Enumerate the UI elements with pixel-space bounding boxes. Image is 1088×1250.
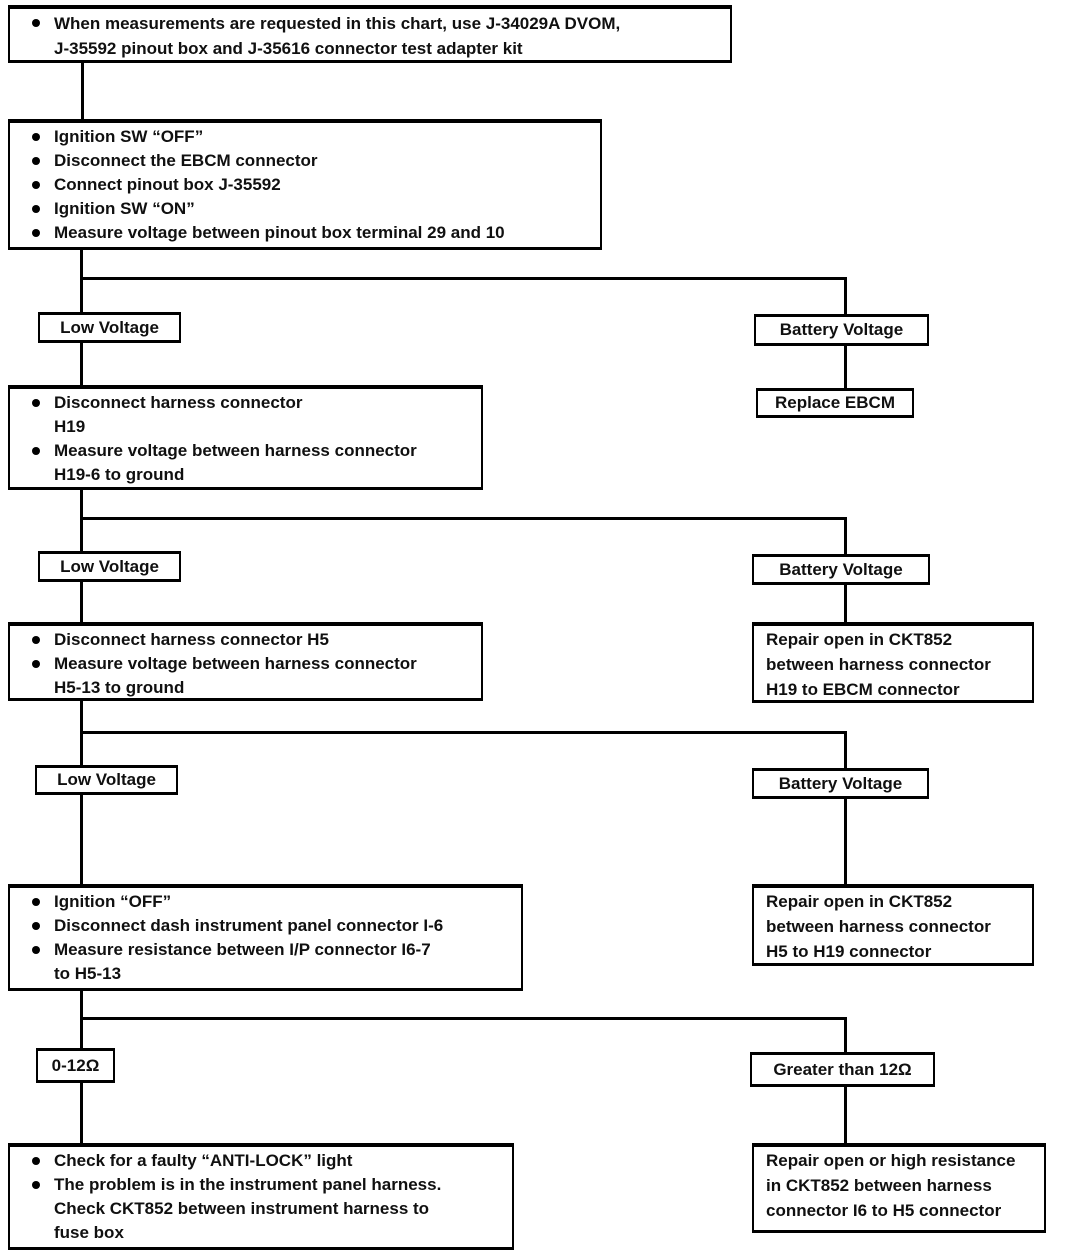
step-text: The problem is in the instrument panel h… xyxy=(54,1175,442,1242)
outcome-low-voltage-1: Low Voltage xyxy=(38,312,181,343)
bullet-icon xyxy=(32,157,40,165)
connector-line xyxy=(80,795,83,884)
action-repair-h5-h19: Repair open in CKT852 between harness co… xyxy=(752,884,1034,966)
step-text: Disconnect harness connector H19 xyxy=(54,393,303,436)
connector-line xyxy=(80,582,83,622)
step-text: When measurements are requested in this … xyxy=(54,14,621,58)
step4-box: Ignition “OFF” Disconnect dash instrumen… xyxy=(8,884,523,991)
bullet-icon xyxy=(32,1181,40,1189)
step-text: Measure voltage between pinout box termi… xyxy=(54,223,505,242)
bullet-item: Disconnect dash instrument panel connect… xyxy=(10,914,521,938)
bullet-icon xyxy=(32,19,40,27)
bullet-icon xyxy=(32,229,40,237)
connector-line xyxy=(80,490,83,551)
connector-line xyxy=(844,1017,847,1052)
outcome-battery-voltage-2: Battery Voltage xyxy=(752,554,930,585)
action-text: Repair open in CKT852 between harness co… xyxy=(766,630,991,699)
step-text: Disconnect the EBCM connector xyxy=(54,151,318,170)
action-replace-ebcm: Replace EBCM xyxy=(756,388,914,418)
connector-line xyxy=(844,799,847,884)
connector-line xyxy=(80,731,847,734)
outcome-label: Low Voltage xyxy=(60,556,159,576)
bullet-icon xyxy=(32,181,40,189)
bullet-item: Measure resistance between I/P connector… xyxy=(10,938,521,986)
outcome-low-resistance: 0-12Ω xyxy=(36,1048,115,1083)
bullet-item: Disconnect harness connector H5 xyxy=(10,628,481,652)
outcome-label: Battery Voltage xyxy=(779,559,903,579)
step-text: Measure resistance between I/P connector… xyxy=(54,940,431,983)
connector-line xyxy=(844,585,847,622)
step-text: Check for a faulty “ANTI-LOCK” light xyxy=(54,1151,353,1170)
bullet-item: Disconnect harness connector H19 xyxy=(10,391,481,439)
bullet-item: Connect pinout box J-35592 xyxy=(10,173,600,197)
outcome-label: 0-12Ω xyxy=(51,1055,100,1075)
bullet-item: Ignition SW “OFF” xyxy=(10,125,600,149)
outcome-high-resistance: Greater than 12Ω xyxy=(750,1052,935,1087)
step2-box: Disconnect harness connector H19 Measure… xyxy=(8,385,483,490)
connector-line xyxy=(80,343,83,385)
outcome-label: Low Voltage xyxy=(57,770,156,789)
bullet-icon xyxy=(32,922,40,930)
step-text: Ignition SW “OFF” xyxy=(54,127,204,146)
intro-box: When measurements are requested in this … xyxy=(8,5,732,63)
outcome-battery-voltage-1: Battery Voltage xyxy=(754,314,929,346)
outcome-label: Low Voltage xyxy=(60,317,159,337)
connector-line xyxy=(80,1083,83,1143)
step-text: Disconnect dash instrument panel connect… xyxy=(54,916,444,935)
action-text: Replace EBCM xyxy=(775,393,895,412)
bullet-icon xyxy=(32,399,40,407)
outcome-label: Battery Voltage xyxy=(778,773,903,793)
action-repair-i6-h5: Repair open or high resistance in CKT852… xyxy=(752,1143,1046,1233)
bullet-item: Ignition SW “ON” xyxy=(10,197,600,221)
bullet-item: Disconnect the EBCM connector xyxy=(10,149,600,173)
action-text: Repair open in CKT852 between harness co… xyxy=(766,892,991,961)
step-text: Connect pinout box J-35592 xyxy=(54,175,281,194)
connector-line xyxy=(80,517,847,520)
action-text: Repair open or high resistance in CKT852… xyxy=(766,1151,1016,1220)
action-repair-h19-ebcm: Repair open in CKT852 between harness co… xyxy=(752,622,1034,703)
connector-line xyxy=(844,346,847,388)
bullet-item: Measure voltage between harness connecto… xyxy=(10,652,481,700)
step-text: Ignition “OFF” xyxy=(54,892,172,911)
final-left-box: Check for a faulty “ANTI-LOCK” light The… xyxy=(8,1143,514,1250)
bullet-item: Measure voltage between harness connecto… xyxy=(10,439,481,487)
outcome-battery-voltage-3: Battery Voltage xyxy=(752,768,929,799)
bullet-item: Ignition “OFF” xyxy=(10,890,521,914)
step3-box: Disconnect harness connector H5 Measure … xyxy=(8,622,483,701)
step-text: Measure voltage between harness connecto… xyxy=(54,654,417,697)
connector-line xyxy=(844,277,847,314)
connector-line xyxy=(844,1087,847,1143)
connector-line xyxy=(80,1017,847,1020)
bullet-item: The problem is in the instrument panel h… xyxy=(10,1173,512,1245)
step1-box: Ignition SW “OFF” Disconnect the EBCM co… xyxy=(8,119,602,250)
bullet-item: When measurements are requested in this … xyxy=(10,11,730,61)
bullet-icon xyxy=(32,205,40,213)
outcome-label: Battery Voltage xyxy=(779,320,904,339)
connector-line xyxy=(81,63,84,119)
bullet-icon xyxy=(32,1157,40,1165)
bullet-icon xyxy=(32,636,40,644)
bullet-icon xyxy=(32,133,40,141)
step-text: Ignition SW “ON” xyxy=(54,199,195,218)
bullet-icon xyxy=(32,660,40,668)
outcome-label: Greater than 12Ω xyxy=(773,1059,912,1079)
bullet-item: Measure voltage between pinout box termi… xyxy=(10,221,600,245)
connector-line xyxy=(844,517,847,554)
step-text: Disconnect harness connector H5 xyxy=(54,630,329,649)
bullet-icon xyxy=(32,447,40,455)
step-text: Measure voltage between harness connecto… xyxy=(54,441,417,484)
outcome-low-voltage-3: Low Voltage xyxy=(35,765,178,795)
outcome-low-voltage-2: Low Voltage xyxy=(38,551,181,582)
bullet-icon xyxy=(32,898,40,906)
connector-line xyxy=(844,731,847,768)
connector-line xyxy=(80,250,83,312)
connector-line xyxy=(80,277,847,280)
bullet-item: Check for a faulty “ANTI-LOCK” light xyxy=(10,1149,512,1173)
bullet-icon xyxy=(32,946,40,954)
